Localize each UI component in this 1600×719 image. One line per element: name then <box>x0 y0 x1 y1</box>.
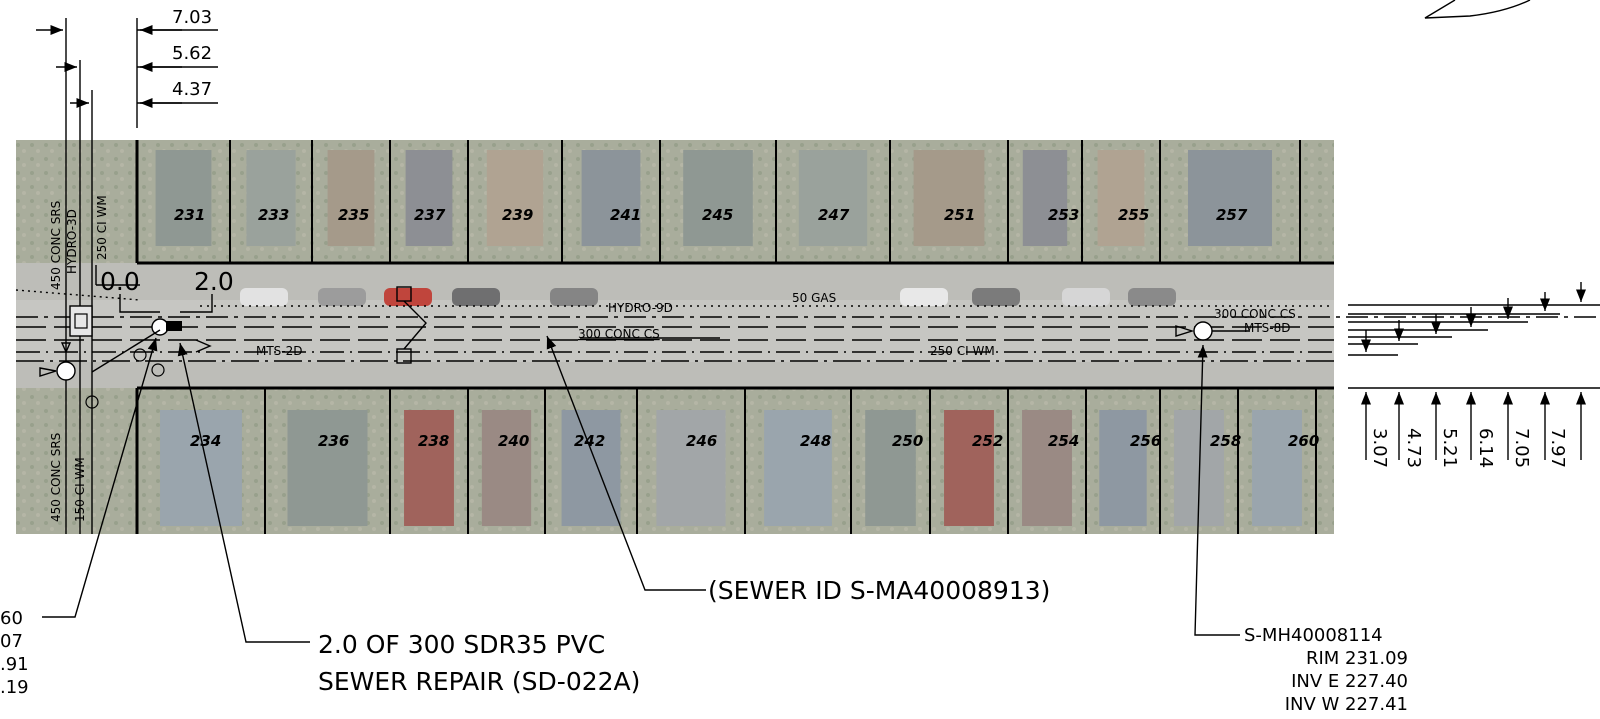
lot-number: 235 <box>338 206 369 224</box>
chainage-end: 2.0 <box>194 267 234 296</box>
mts-east-label: MTS-8D <box>1244 321 1291 335</box>
lot-number: 240 <box>498 432 529 450</box>
lot-number: 237 <box>414 206 446 224</box>
repair-callout-line1: 2.0 OF 300 SDR35 PVC <box>318 630 605 659</box>
lot-number: 245 <box>702 206 733 224</box>
callout-leaders <box>42 335 1240 643</box>
utility-lines <box>15 289 1600 362</box>
west-util-label: 450 CONC SRS <box>49 433 63 522</box>
parked-cars <box>240 288 1176 306</box>
hydro-label: HYDRO-9D <box>608 301 673 315</box>
lot-number: 231 <box>174 206 205 224</box>
sewer-id-callout: (SEWER ID S-MA40008913) <box>708 576 1050 605</box>
lot-number: 233 <box>258 206 289 224</box>
manhole-id: S-MH40008114 <box>1244 625 1383 646</box>
west-manhole-partial: .91 <box>0 654 29 675</box>
west-util-label: 450 CONC SRS <box>49 201 63 290</box>
mts-west-label: MTS-2D <box>256 344 303 358</box>
top-dimension: 7.03 <box>172 7 212 28</box>
manhole-inv-w: INV W 227.41 <box>1285 694 1408 715</box>
watermain-label: 250 CI WM <box>930 344 995 358</box>
manhole-rim: RIM 231.09 <box>1306 648 1408 669</box>
north-arrow-icon <box>1424 0 1531 19</box>
gas-label: 50 GAS <box>792 291 836 305</box>
catch-basins-icon <box>396 286 427 364</box>
property-lines <box>135 140 1334 534</box>
lot-number: 247 <box>818 206 850 224</box>
sewer-east-label: 300 CONC CS <box>1214 307 1296 321</box>
west-util-label: HYDRO-3D <box>65 209 79 274</box>
west-util-label: 150 CI WM <box>73 457 87 522</box>
lot-number: 234 <box>190 432 221 450</box>
lot-number: 254 <box>1048 432 1079 450</box>
lot-number: 253 <box>1048 206 1079 224</box>
east-manhole-icon <box>1175 321 1250 341</box>
sewer-label: 300 CONC CS <box>578 327 660 341</box>
west-manhole-partial: 07 <box>0 631 23 652</box>
lot-number: 242 <box>574 432 605 450</box>
west-util-label: 250 CI WM <box>95 195 109 260</box>
lot-numbers-south: 234 236 238 240 242 246 248 250 252 254 … <box>190 432 1319 450</box>
repair-callout-line2: SEWER REPAIR (SD-022A) <box>318 667 640 696</box>
repair-manhole-icon <box>85 318 212 409</box>
callouts: (SEWER ID S-MA40008913) 2.0 OF 300 SDR35… <box>0 576 1408 715</box>
chainage-markers: 0.0 2.0 <box>100 267 234 313</box>
right-dimension: 6.14 <box>1475 428 1496 468</box>
right-dimension: 5.21 <box>1439 428 1460 468</box>
lot-number: 256 <box>1130 432 1161 450</box>
west-manhole-partial: 60 <box>0 608 23 629</box>
lot-number: 258 <box>1210 432 1241 450</box>
lot-numbers-north: 231 233 235 237 239 241 245 247 251 253 … <box>174 206 1248 224</box>
lot-number: 252 <box>972 432 1003 450</box>
right-dimensions: 3.07 4.73 5.21 6.14 7.05 7.97 <box>1348 282 1600 468</box>
top-dimension: 4.37 <box>172 79 212 100</box>
lot-number: 246 <box>686 432 717 450</box>
lot-number: 241 <box>610 206 641 224</box>
right-dimension: 7.97 <box>1547 428 1568 468</box>
lot-number: 236 <box>318 432 349 450</box>
street-utility-labels: HYDRO-9D 50 GAS 300 CONC CS MTS-2D 250 C… <box>256 291 1296 358</box>
lot-number: 251 <box>944 206 975 224</box>
lot-number: 239 <box>502 206 533 224</box>
manhole-inv-e: INV E 227.40 <box>1291 671 1408 692</box>
lot-number: 250 <box>892 432 923 450</box>
right-dimension: 4.73 <box>1403 428 1424 468</box>
west-manhole-icon <box>39 305 93 381</box>
right-dimension: 7.05 <box>1511 428 1532 468</box>
lot-number: 238 <box>418 432 449 450</box>
top-dimension: 5.62 <box>172 43 212 64</box>
right-dimension: 3.07 <box>1369 428 1390 468</box>
west-manhole-partial: .19 <box>0 677 29 698</box>
houses-north <box>155 150 1272 246</box>
chainage-start: 0.0 <box>100 267 140 296</box>
lot-number: 248 <box>800 432 831 450</box>
lot-number: 255 <box>1118 206 1149 224</box>
lot-number: 257 <box>1216 206 1248 224</box>
top-dimensions: 7.03 5.62 4.37 <box>36 7 218 109</box>
aerial-photo <box>16 140 1334 534</box>
lot-number: 260 <box>1288 432 1319 450</box>
